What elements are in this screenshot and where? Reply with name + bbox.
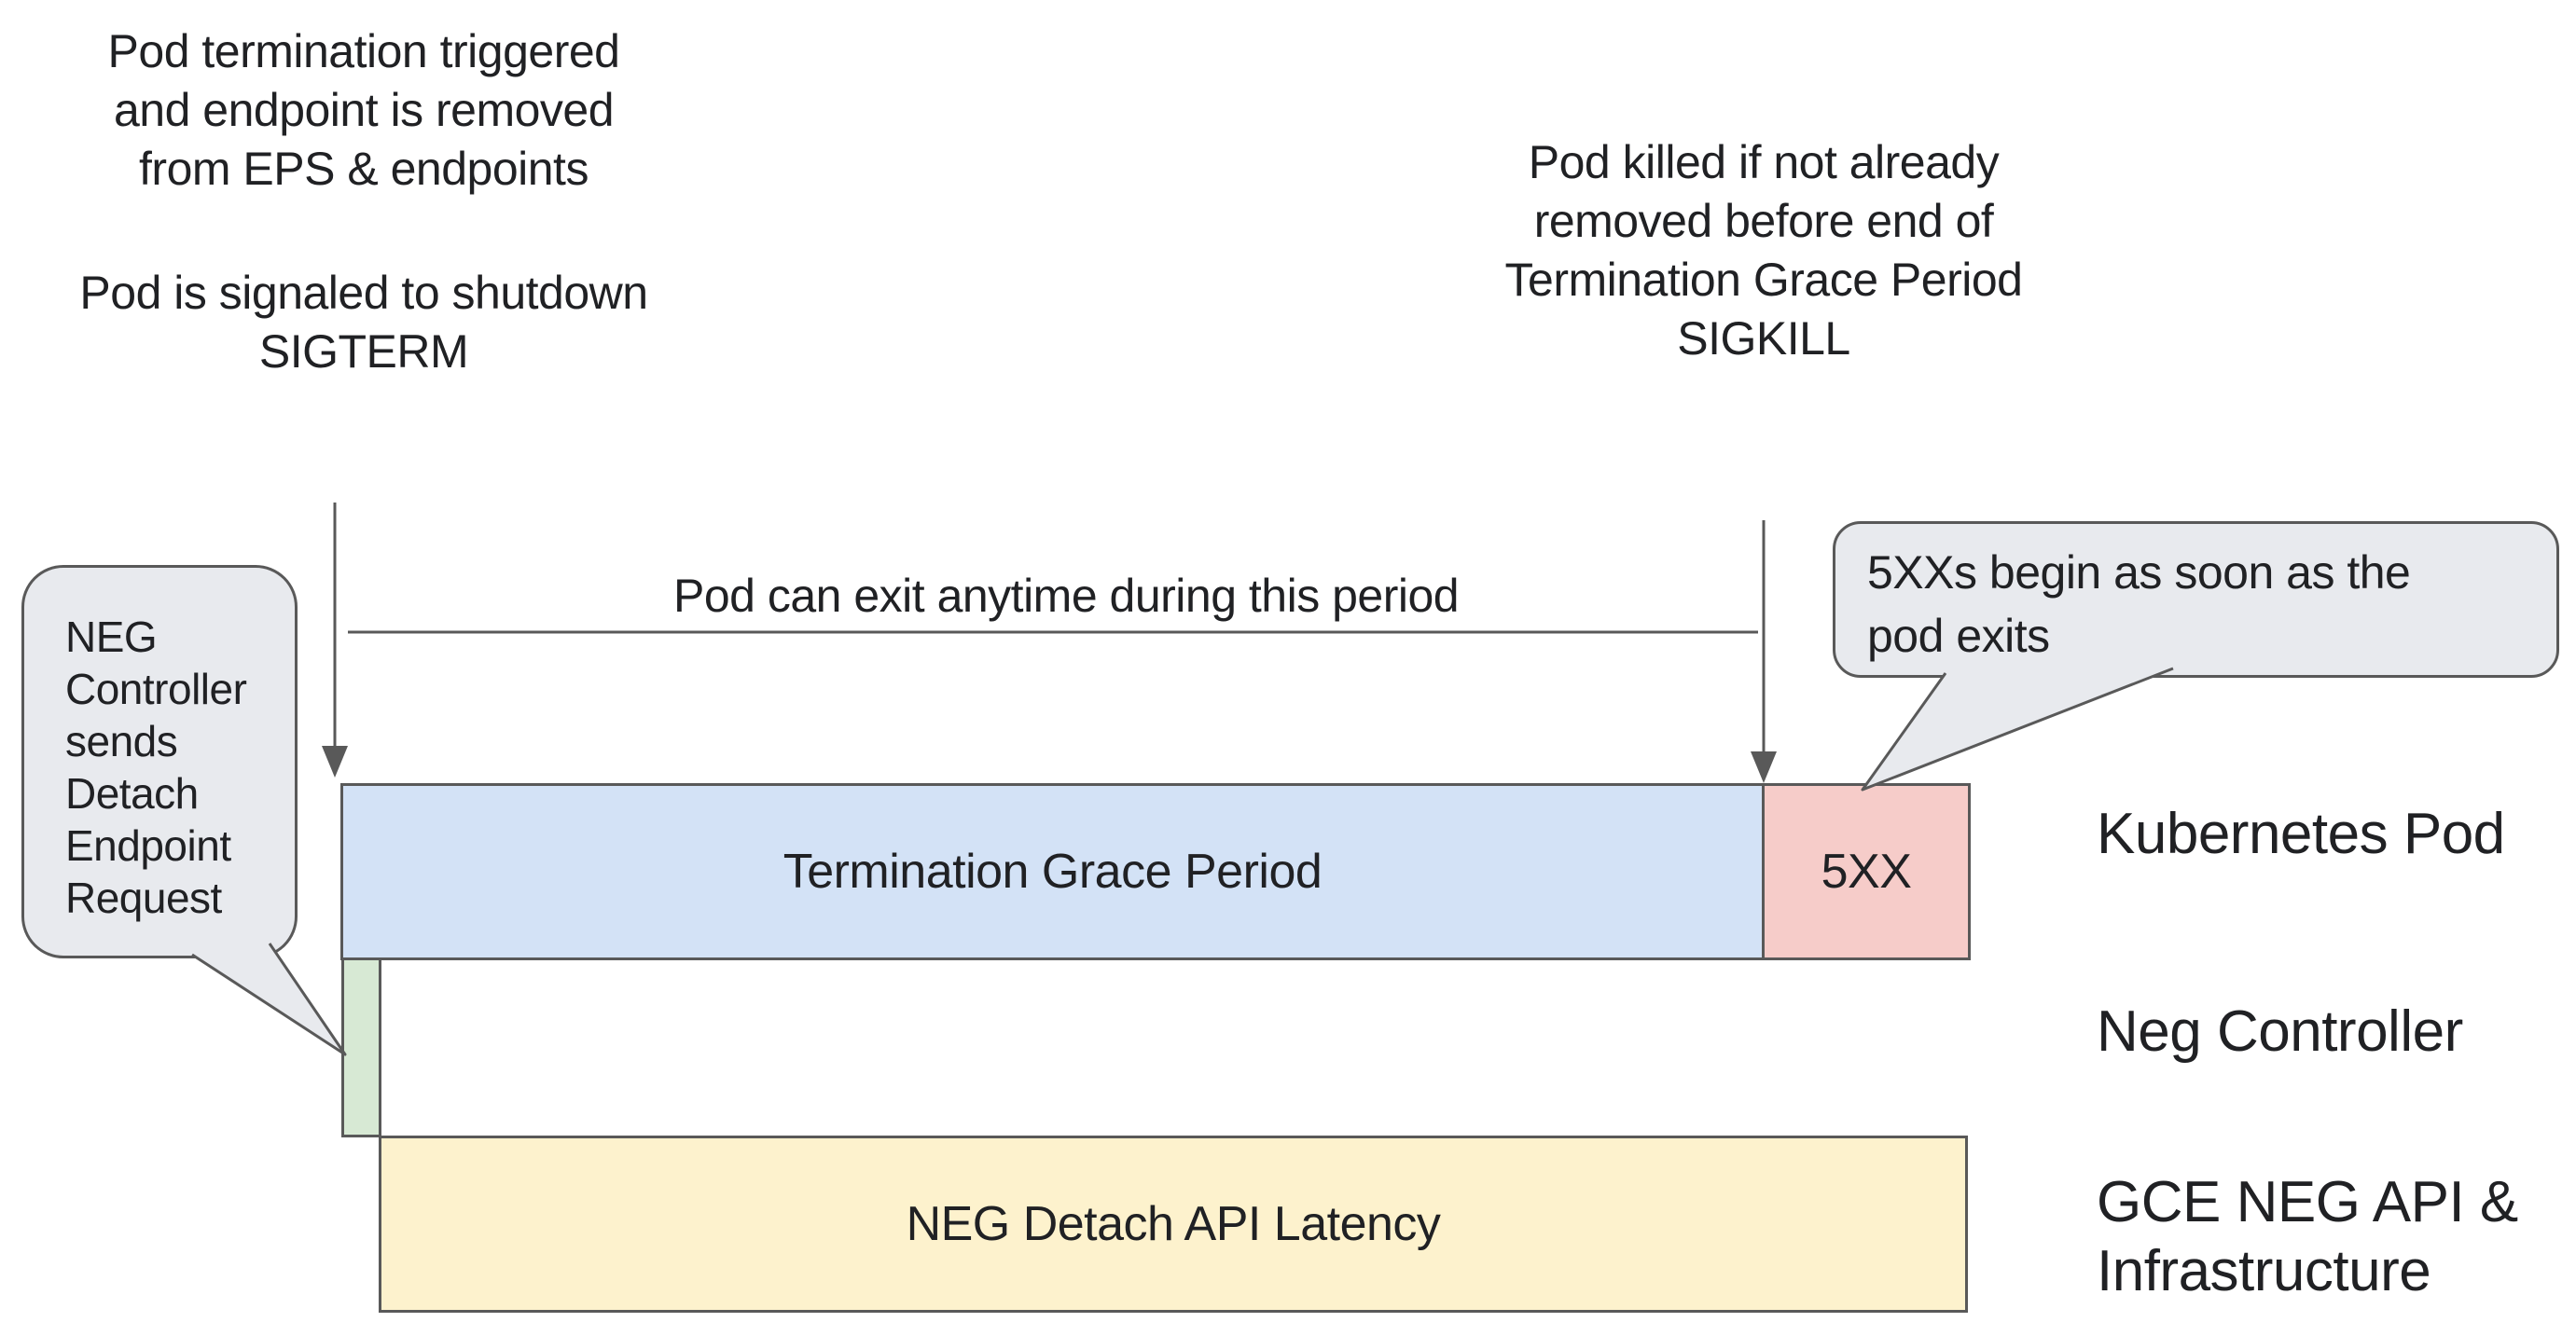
neg-detach-api-latency-bar: NEG Detach API Latency — [379, 1136, 1968, 1313]
bubble-line: NEG — [65, 613, 158, 661]
annotation-line: SIGTERM — [258, 325, 469, 378]
lane-label-gce-neg-api: GCE NEG API & Infrastructure — [2097, 1168, 2518, 1306]
annotation-line: and endpoint is removed — [113, 84, 615, 136]
5xx-begin-callout-bubble: 5XXs begin as soon as the pod exits — [1833, 521, 2559, 678]
annotation-line: from EPS & endpoints — [139, 143, 589, 195]
annotation-line: Pod termination triggered — [107, 25, 620, 77]
5xx-errors-bar: 5XX — [1762, 783, 1971, 960]
lane-label-kubernetes-pod: Kubernetes Pod — [2097, 802, 2505, 866]
annotation-line: Termination Grace Period — [1504, 254, 2023, 306]
lane-label-line: GCE NEG API & — [2097, 1170, 2518, 1234]
sigkill-arrow-head-icon — [1751, 751, 1777, 783]
left-bubble-tail — [191, 943, 347, 1056]
period-span-label: Pod can exit anytime during this period — [673, 570, 1460, 622]
bubble-line: Request — [65, 874, 222, 922]
right-bubble-tail — [1861, 667, 2174, 792]
annotation-line: removed before end of — [1533, 195, 1994, 247]
bubble-line: sends — [65, 717, 178, 765]
termination-grace-period-bar: Termination Grace Period — [340, 783, 1765, 960]
lane-label-neg-controller: Neg Controller — [2097, 999, 2463, 1064]
termination-grace-period-bar-label: Termination Grace Period — [782, 845, 1323, 899]
bubble-line: Detach — [65, 769, 199, 818]
annotation-pod-killed-sigkill: Pod killed if not already removed before… — [1437, 133, 2090, 368]
annotation-line: SIGKILL — [1677, 312, 1850, 365]
bubble-line: pod exits — [1867, 610, 2050, 662]
annotation-line: Pod is signaled to shutdown — [79, 267, 648, 319]
neg-controller-detach-callout-bubble: NEG Controller sends Detach Endpoint Req… — [21, 565, 298, 958]
annotation-line: Pod killed if not already — [1528, 136, 2000, 188]
neg-detach-request-bar — [341, 957, 381, 1137]
bubble-line: 5XXs begin as soon as the — [1867, 546, 2411, 599]
5xx-errors-bar-label: 5XX — [1821, 845, 1912, 899]
neg-detach-api-latency-bar-label: NEG Detach API Latency — [906, 1197, 1441, 1251]
bubble-line: Controller — [65, 665, 247, 713]
bubble-line: Endpoint — [65, 821, 231, 870]
lane-label-line: Infrastructure — [2097, 1239, 2431, 1303]
annotation-pod-termination-triggered: Pod termination triggered and endpoint i… — [0, 22, 727, 381]
sigterm-arrow-head-icon — [322, 746, 348, 778]
